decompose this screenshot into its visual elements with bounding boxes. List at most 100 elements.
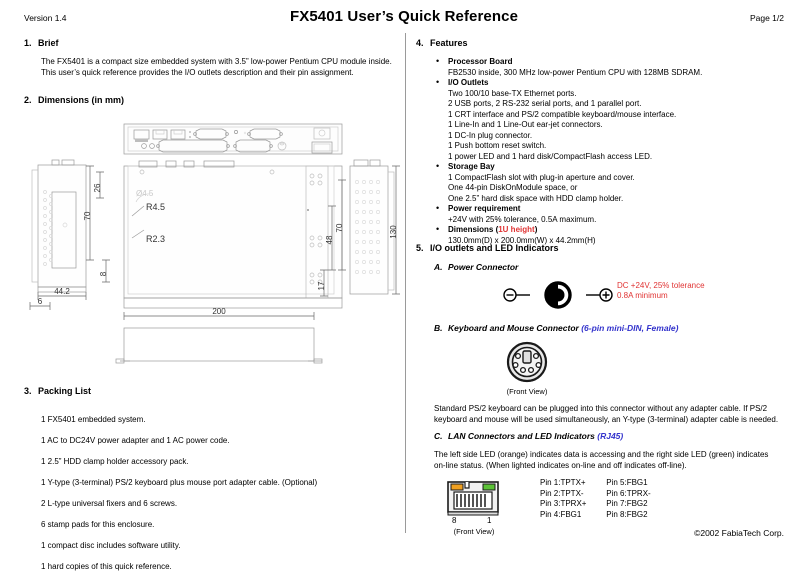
rj45-caption: (Front View) [453,527,495,536]
feature-heading: Processor Board [448,57,513,66]
feature-group: • I/O Outlets Two 100/10 base-TX Etherne… [434,77,802,162]
power-connector-diagram [500,280,620,315]
dim-130: 130 [389,225,398,239]
section-features-number: 4. [416,38,424,48]
feature-heading: Power requirement [448,204,521,213]
dim-17: 17 [317,281,326,290]
subsection-lan-title-accent: (RJ45) [597,431,624,441]
list-item: 1 compact disc includes software utility… [41,540,181,550]
subsection-lan-heading: C. LAN Connectors and LED Indicators (RJ4… [434,431,623,441]
section-features-title: Features [430,38,468,48]
subsection-keyboard-title: Keyboard and Mouse Connector [448,323,582,333]
column-divider [405,33,406,533]
power-spec-line2: 0.8A minimum [617,291,668,300]
section-dimensions-number: 2. [24,95,32,105]
feature-group: • Processor Board FB2530 inside, 300 MHz… [434,56,802,78]
section-dimensions-title: Dimensions (in mm) [38,95,125,105]
subsection-power-letter: A. [434,262,443,272]
feature-heading-accent: 1U height [498,225,535,234]
section-io-title: I/O outlets and LED Indicators [430,243,559,253]
subsection-keyboard-heading: B. Keyboard and Mouse Connector (6-pin mi… [434,323,678,333]
rj45-pin1-label: 1 [487,516,492,525]
section-brief-title: Brief [38,38,59,48]
document-page: Version 1.4 FX5401 User’s Quick Referenc… [24,8,802,571]
feature-lines: 1 CompactFlash slot with plug-in apertur… [448,172,635,203]
list-item: 1 Y-type (3-terminal) PS/2 keyboard plus… [41,477,318,487]
pin-column-right: Pin 5:FBG1 Pin 6:TPRX- Pin 7:FBG2 Pin 8:… [606,478,650,520]
copyright-footer: ©2002 FabiaTech Corp. [694,528,784,538]
subsection-keyboard-title-accent: (6-pin mini-DIN, Female) [581,323,679,333]
list-item: 1 FX5401 embedded system. [41,414,146,424]
pin-entry: Pin 6:TPRX- [606,488,651,498]
feature-heading: Storage Bay [448,162,495,171]
pin-entry: Pin 3:TPRX+ [540,499,587,508]
pin-entry: Pin 8:FBG2 [606,509,648,519]
pin-entry: Pin 2:TPTX- [540,488,584,498]
section-packing-number: 3. [24,386,32,396]
section-features-heading: 4. Features [416,38,468,48]
bullet-icon: • [436,77,440,87]
list-item: 1 2.5” HDD clamp holder accessory pack. [41,456,189,466]
list-item: 1 hard copies of this quick reference. [41,561,172,571]
section-io-heading: 5. I/O outlets and LED Indicators [416,243,559,253]
power-spec: DC +24V, 25% tolerance 0.8A minimum [617,281,705,301]
bullet-icon: • [436,161,440,171]
features-list: • Processor Board FB2530 inside, 300 MHz… [434,56,802,246]
bullet-icon: • [436,203,440,213]
feature-group: • Power requirement +24V with 25% tolera… [434,203,802,225]
mechanical-drawing: 26 70 8 44.2 6 200 130 70 48 17 R4.5 R2.… [24,120,402,380]
feature-lines: Two 100/10 base-TX Ethernet ports. 2 USB… [448,88,677,161]
pin-column-left: Pin 1:TPTX+ Pin 2:TPTX- Pin 3:TPRX+ Pin … [540,478,604,520]
feature-heading: Dimensions ( [448,225,499,234]
feature-lines: +24V with 25% tolerance, 0.5A maximum. [448,214,597,224]
subsection-lan-letter: C. [434,431,443,441]
pin-entry: Pin 5:FBG1 [606,478,648,487]
feature-heading: I/O Outlets [448,78,489,87]
feature-group: • Dimensions (1U height) 130.0mm(D) x 20… [434,224,802,246]
subsection-power-title: Power Connector [448,262,519,272]
section-io-number: 5. [416,243,424,253]
section-brief-number: 1. [24,38,32,48]
list-item: 1 AC to DC24V power adapter and 1 AC pow… [41,435,230,445]
power-spec-line1: DC +24V, 25% tolerance [617,281,705,290]
ps2-caption: (Front View) [506,387,548,396]
version-label: Version 1.4 [24,13,67,23]
dim-8: 8 [99,271,108,276]
subsection-power-heading: A. Power Connector [434,262,518,272]
rj45-connector-diagram [446,478,500,523]
list-item: 6 stamp pads for this enclosure. [41,519,155,529]
section-packing-title: Packing List [38,386,92,396]
bullet-icon: • [436,224,440,234]
subsection-lan-title: LAN Connectors and LED Indicators [448,431,598,441]
dim-r2-3: R2.3 [146,234,165,244]
list-item: 2 L-type universal fixers and 6 screws. [41,498,178,508]
feature-group: • Storage Bay 1 CompactFlash slot with p… [434,161,802,204]
section-dimensions-heading: 2. Dimensions (in mm) [24,95,124,105]
feature-lines: 130.0mm(D) x 200.0mm(W) x 44.2mm(H) [448,235,596,245]
page-number: Page 1/2 [749,13,784,23]
dim-r4-5: R4.5 [146,202,165,212]
ps2-connector-diagram [504,340,550,389]
feature-heading-tail: ) [534,225,538,234]
lan-note: The left side LED (orange) indicates dat… [434,450,769,470]
section-packing-heading: 3. Packing List [24,386,91,396]
page-title: FX5401 User’s Quick Reference [289,8,519,25]
section-brief-heading: 1. Brief [24,38,59,48]
dim-26: 26 [93,183,102,192]
subsection-keyboard-letter: B. [434,323,443,333]
rj45-pin8-label: 8 [452,516,457,525]
dim-70-left: 70 [83,211,92,220]
pin-entry: Pin 4:FBG1 [540,509,582,519]
dim-44-2: 44.2 [54,287,70,296]
pin-entry: Pin 7:FBG2 [606,499,648,508]
dim-48: 48 [325,235,334,244]
keyboard-note: Standard PS/2 keyboard can be plugged in… [434,404,779,424]
bullet-icon: • [436,56,440,66]
brief-text: The FX5401 is a compact size embedded sy… [41,57,392,77]
dim-dia-4-5: Ø4.5 [136,189,154,198]
dim-200: 200 [212,307,226,316]
feature-lines: FB2530 inside, 300 MHz low-power Pentium… [448,67,703,77]
pin-entry: Pin 1:TPTX+ [540,478,586,487]
dim-70-right: 70 [335,223,344,232]
dim-6: 6 [38,297,43,306]
